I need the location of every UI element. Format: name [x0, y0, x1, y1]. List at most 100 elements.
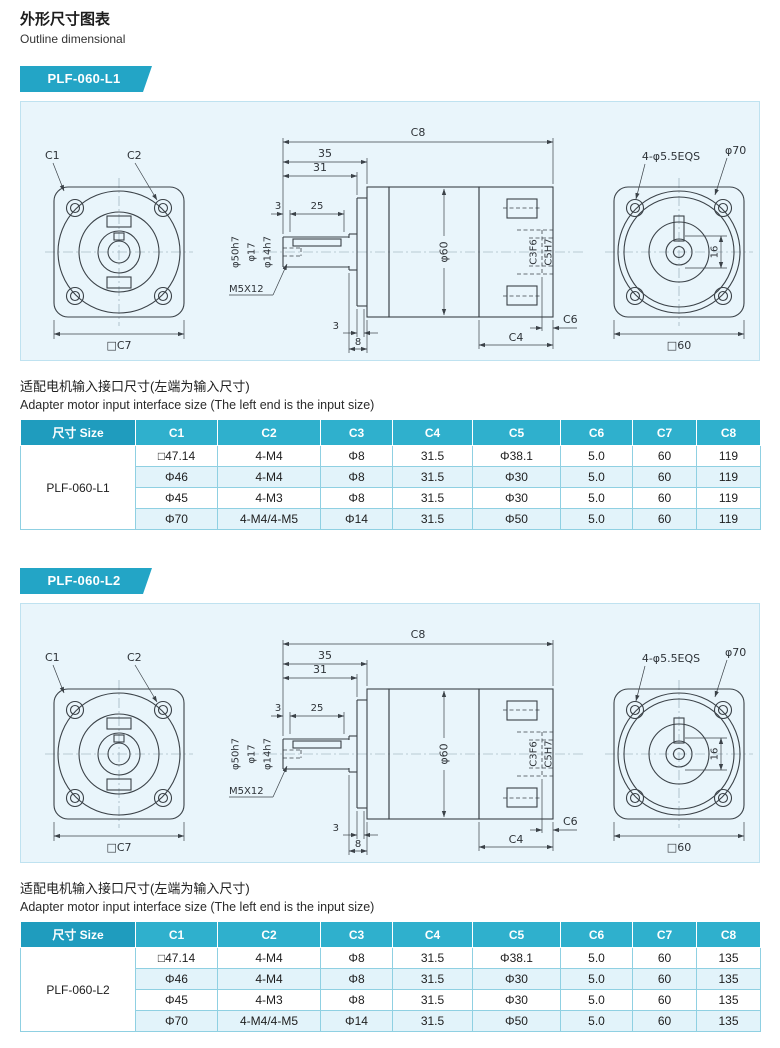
- table-row: Φ45 4-M3 Φ8 31.5 Φ30 5.0 60 135: [21, 989, 761, 1011]
- model-badge-l2: PLF-060-L2: [20, 568, 152, 594]
- dim-eqs-label: 4-φ5.5EQS: [642, 652, 700, 665]
- front-view: C1 C2 □C7: [45, 149, 193, 352]
- adapter-note: 适配电机输入接口尺寸(左端为输入尺寸) Adapter motor input …: [20, 376, 760, 412]
- table-cell: 31.5: [392, 445, 473, 467]
- page-title: 外形尺寸图表: [20, 11, 111, 28]
- table-cell: Φ70: [135, 508, 218, 530]
- table-cell: 31.5: [392, 1010, 473, 1032]
- model-name: PLF-060-L2: [20, 947, 136, 1032]
- rear-view: 16 4-φ5.5EQS φ70 □60: [605, 646, 753, 854]
- header-c3: C3: [320, 921, 393, 948]
- table-cell: 5.0: [560, 508, 633, 530]
- table-cell: 31.5: [392, 508, 473, 530]
- drawing-panel-1: C1 C2 □C7: [20, 101, 760, 361]
- page-subtitle: Outline dimensional: [20, 32, 126, 46]
- adapter-note-en: Adapter motor input interface size (The …: [20, 398, 375, 412]
- dim-m5-label: M5X12: [229, 284, 264, 295]
- table-cell: 31.5: [392, 466, 473, 488]
- table-cell: 31.5: [392, 968, 473, 990]
- header-c8: C8: [696, 419, 761, 446]
- dim-c7-label: □C7: [106, 339, 131, 352]
- dim-16-label: 16: [710, 748, 721, 761]
- model-badge-l1: PLF-060-L1: [20, 66, 152, 92]
- table-cell: Φ30: [472, 989, 561, 1011]
- dim-c8-label: C8: [411, 126, 426, 139]
- table-cell: Φ14: [320, 1010, 393, 1032]
- section-plf-060-l1: PLF-060-L1: [20, 50, 761, 530]
- header-c7: C7: [632, 419, 697, 446]
- adapter-note-en: Adapter motor input interface size (The …: [20, 900, 375, 914]
- dim-3-label: 3: [275, 201, 281, 212]
- dim-d50-label: φ50h7: [231, 236, 242, 268]
- header-size: 尺寸 Size: [20, 921, 136, 948]
- table-cell: 60: [632, 508, 697, 530]
- header-size: 尺寸 Size: [20, 419, 136, 446]
- dim-25-label: 25: [311, 703, 324, 714]
- adapter-note-cn: 适配电机输入接口尺寸(左端为输入尺寸): [20, 379, 250, 394]
- table-cell: 4-M4/4-M5: [217, 508, 321, 530]
- header-c4: C4: [392, 419, 473, 446]
- table-cell: 119: [696, 487, 761, 509]
- dim-c5h7-label: C5H7: [544, 238, 555, 265]
- adapter-note-cn: 适配电机输入接口尺寸(左端为输入尺寸): [20, 881, 250, 896]
- outline-drawing: C1 C2 □C7: [45, 126, 753, 353]
- table-cell: 5.0: [560, 445, 633, 467]
- dim-c6-label: C6: [563, 815, 578, 828]
- side-view: C8 35 31 3 25 φ50h: [229, 628, 585, 855]
- table-header-row: 尺寸 Size C1 C2 C3 C4 C5 C6 C7 C8: [20, 419, 761, 446]
- table-cell: 119: [696, 508, 761, 530]
- table-cell: □47.14: [135, 947, 218, 969]
- dim-d17-label: φ17: [247, 744, 258, 763]
- header-c2: C2: [217, 921, 321, 948]
- table-cell: 135: [696, 968, 761, 990]
- header-c6: C6: [560, 419, 633, 446]
- dim-8-label: 8: [355, 839, 361, 850]
- table-cell: 31.5: [392, 487, 473, 509]
- table-cell: 4-M4: [217, 466, 321, 488]
- front-bolt-holes: [65, 700, 173, 808]
- table-cell: 5.0: [560, 947, 633, 969]
- table-cell: 5.0: [560, 968, 633, 990]
- table-cell: 5.0: [560, 487, 633, 509]
- dim-d60-label: φ60: [438, 241, 451, 262]
- table-cell: 4-M4/4-M5: [217, 1010, 321, 1032]
- table-row: Φ46 4-M4 Φ8 31.5 Φ30 5.0 60 135: [21, 968, 761, 990]
- front-view: C1 C2 □C7: [45, 651, 193, 854]
- dim-c3f6-label: C3F6: [529, 741, 540, 766]
- dim-d60-label: φ60: [438, 743, 451, 764]
- table-cell: Φ30: [472, 968, 561, 990]
- dim-c4-label: C4: [509, 833, 524, 846]
- side-view: C8 35 31 3 25 φ50h: [229, 126, 585, 353]
- table-cell: 4-M3: [217, 487, 321, 509]
- dim-sq60-label: □60: [667, 339, 691, 352]
- header-c1: C1: [135, 419, 218, 446]
- header-c8: C8: [696, 921, 761, 948]
- dim-c2-label: C2: [127, 149, 142, 162]
- dim-31-label: 31: [313, 161, 327, 174]
- dim-d70-label: φ70: [725, 144, 746, 157]
- section-plf-060-l2: PLF-060-L2: [20, 552, 761, 1032]
- table-cell: 31.5: [392, 989, 473, 1011]
- dim-d17-label: φ17: [247, 242, 258, 261]
- dim-c1-label: C1: [45, 149, 60, 162]
- header-c7: C7: [632, 921, 697, 948]
- dim-3b-label: 3: [333, 321, 339, 332]
- dim-35-label: 35: [318, 649, 332, 662]
- table-cell: 60: [632, 445, 697, 467]
- table-cell: 60: [632, 1010, 697, 1032]
- table-row: PLF-060-L1 □47.14 4-M4 Φ8 31.5 Φ38.1 5.0…: [20, 445, 761, 530]
- dim-c4-label: C4: [509, 331, 524, 344]
- dim-25-label: 25: [311, 201, 324, 212]
- drawing-panel-2: C1 C2 □C7: [20, 603, 760, 863]
- table-row: Φ70 4-M4/4-M5 Φ14 31.5 Φ50 5.0 60 119: [21, 508, 761, 530]
- header-c3: C3: [320, 419, 393, 446]
- dim-3-label: 3: [275, 703, 281, 714]
- table-cell: 5.0: [560, 466, 633, 488]
- table-cell: 4-M3: [217, 989, 321, 1011]
- table-cell: Φ50: [472, 508, 561, 530]
- dim-16-label: 16: [710, 246, 721, 259]
- table-cell: 31.5: [392, 947, 473, 969]
- dim-d70-label: φ70: [725, 646, 746, 659]
- dim-eqs-label: 4-φ5.5EQS: [642, 150, 700, 163]
